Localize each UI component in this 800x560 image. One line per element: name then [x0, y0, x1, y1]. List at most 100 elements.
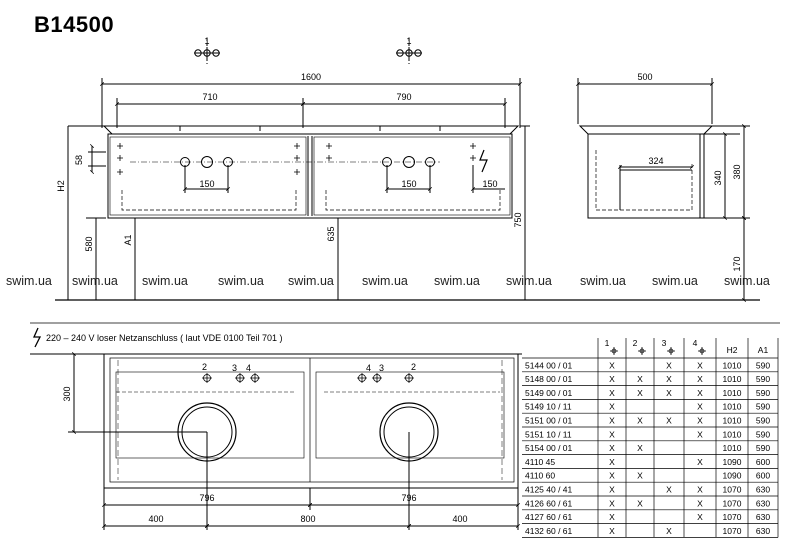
dim-800: 800 — [300, 514, 315, 524]
table-cell-c4: X — [697, 388, 703, 398]
dim-635: 635 — [326, 226, 336, 241]
table-cell-code: 4110 60 — [525, 471, 555, 481]
table-cell-h2: 1090 — [723, 471, 742, 481]
dim-1600: 1600 — [301, 72, 321, 82]
table-cell-c1: X — [609, 374, 615, 384]
table-cell-code: 4127 60 / 61 — [525, 512, 573, 522]
electric-bolt-icon — [32, 327, 42, 348]
table-cell-c2: X — [637, 498, 643, 508]
table-cell-c3: X — [666, 416, 672, 426]
dim-170: 170 — [732, 256, 742, 271]
table-cell-c4: X — [697, 402, 703, 412]
tap-connector-icon — [667, 347, 675, 355]
table-cell-a1: 590 — [756, 416, 770, 426]
tap-connector-icon — [610, 347, 618, 355]
plan-marker-2-left: 2 — [202, 362, 207, 372]
dim-150-left: 150 — [199, 179, 214, 189]
table-cell-code: 5151 10 / 11 — [525, 429, 572, 439]
table-cell-h2: 1010 — [723, 374, 742, 384]
table-cell-a1: 590 — [756, 429, 770, 439]
table-cell-c1: X — [609, 360, 615, 370]
table-cell-code: 4110 45 — [525, 457, 555, 467]
table-cell-code: 5151 00 / 01 — [525, 416, 573, 426]
table-cell-c3: X — [666, 485, 672, 495]
label-h2: H2 — [56, 180, 66, 192]
drawing-title: B14500 — [34, 12, 115, 37]
plan-marker-3-left: 3 — [232, 363, 237, 373]
watermark: swim.ua — [142, 274, 188, 288]
table-cell-c1: X — [609, 512, 615, 522]
dim-324: 324 — [648, 156, 663, 166]
table-cell-c4: X — [697, 512, 703, 522]
table-header-h2: H2 — [727, 345, 738, 355]
table-cell-a1: 590 — [756, 443, 770, 453]
table-cell-c1: X — [609, 471, 615, 481]
table-cell-c4: X — [697, 374, 703, 384]
table-cell-c3: X — [666, 388, 672, 398]
table-cell-c1: X — [609, 526, 615, 536]
plan-marker-3-right: 3 — [379, 363, 384, 373]
table-cell-c1: X — [609, 457, 615, 467]
tap-connector-icon — [699, 348, 705, 354]
table-cell-h2: 1070 — [723, 512, 742, 522]
table-cell-c2: X — [637, 388, 643, 398]
table-cell-h2: 1010 — [723, 429, 742, 439]
table-cell-c3: X — [666, 374, 672, 384]
marker-1-right: 1 — [406, 36, 411, 46]
table-cell-code: 4132 60 / 61 — [525, 526, 573, 536]
plan-view — [30, 351, 522, 530]
dim-790: 790 — [396, 92, 411, 102]
table-cell-c1: X — [609, 485, 615, 495]
watermark-row: swim.ua swim.ua swim.ua swim.ua swim.ua … — [6, 274, 770, 288]
table-cell-code: 5144 00 / 01 — [525, 360, 573, 370]
dim-150-socket: 150 — [482, 179, 497, 189]
table-cell-a1: 630 — [756, 526, 770, 536]
table-cell-c2: X — [637, 471, 643, 481]
table-cell-a1: 590 — [756, 402, 770, 412]
table-cell-h2: 1090 — [723, 457, 742, 467]
dim-710: 710 — [202, 92, 217, 102]
watermark: swim.ua — [724, 274, 770, 288]
watermark: swim.ua — [72, 274, 118, 288]
table-cell-c4: X — [697, 485, 703, 495]
table-cell-c2: X — [637, 416, 643, 426]
watermark: swim.ua — [434, 274, 480, 288]
dim-400-right: 400 — [452, 514, 467, 524]
dim-380: 380 — [732, 164, 742, 179]
watermark: swim.ua — [6, 274, 52, 288]
table-cell-a1: 590 — [756, 388, 770, 398]
dim-796-left: 796 — [199, 493, 214, 503]
dim-300: 300 — [62, 386, 72, 401]
front-elevation — [55, 38, 760, 301]
table-cell-c2: X — [637, 443, 643, 453]
table-cell-c1: X — [609, 443, 615, 453]
label-a1: A1 — [123, 234, 133, 245]
table-cell-a1: 590 — [756, 360, 770, 370]
table-cell-h2: 1010 — [723, 443, 742, 453]
table-cell-h2: 1070 — [723, 526, 742, 536]
table-header-a1: A1 — [758, 345, 769, 355]
table-cell-code: 5154 00 / 01 — [525, 443, 573, 453]
table-cell-c4: X — [697, 416, 703, 426]
watermark: swim.ua — [580, 274, 626, 288]
side-elevation — [575, 78, 750, 303]
watermark: swim.ua — [288, 274, 334, 288]
watermark: swim.ua — [652, 274, 698, 288]
table-cell-c1: X — [609, 402, 615, 412]
dim-500: 500 — [637, 72, 652, 82]
table-cell-h2: 1010 — [723, 402, 742, 412]
table-header-2: 2 — [633, 338, 638, 348]
table-cell-code: 4126 60 / 61 — [525, 498, 573, 508]
table-header-1: 1 — [605, 338, 610, 348]
dim-150-right: 150 — [401, 179, 416, 189]
marker-1-left: 1 — [204, 36, 209, 46]
table-cell-a1: 630 — [756, 485, 770, 495]
table-cell-c1: X — [609, 429, 615, 439]
table-cell-c4: X — [697, 360, 703, 370]
tap-connector-icon — [638, 347, 646, 355]
table-cell-c1: X — [609, 416, 615, 426]
table-cell-a1: 600 — [756, 471, 770, 481]
table-header-3: 3 — [662, 338, 667, 348]
table-cell-h2: 1010 — [723, 360, 742, 370]
